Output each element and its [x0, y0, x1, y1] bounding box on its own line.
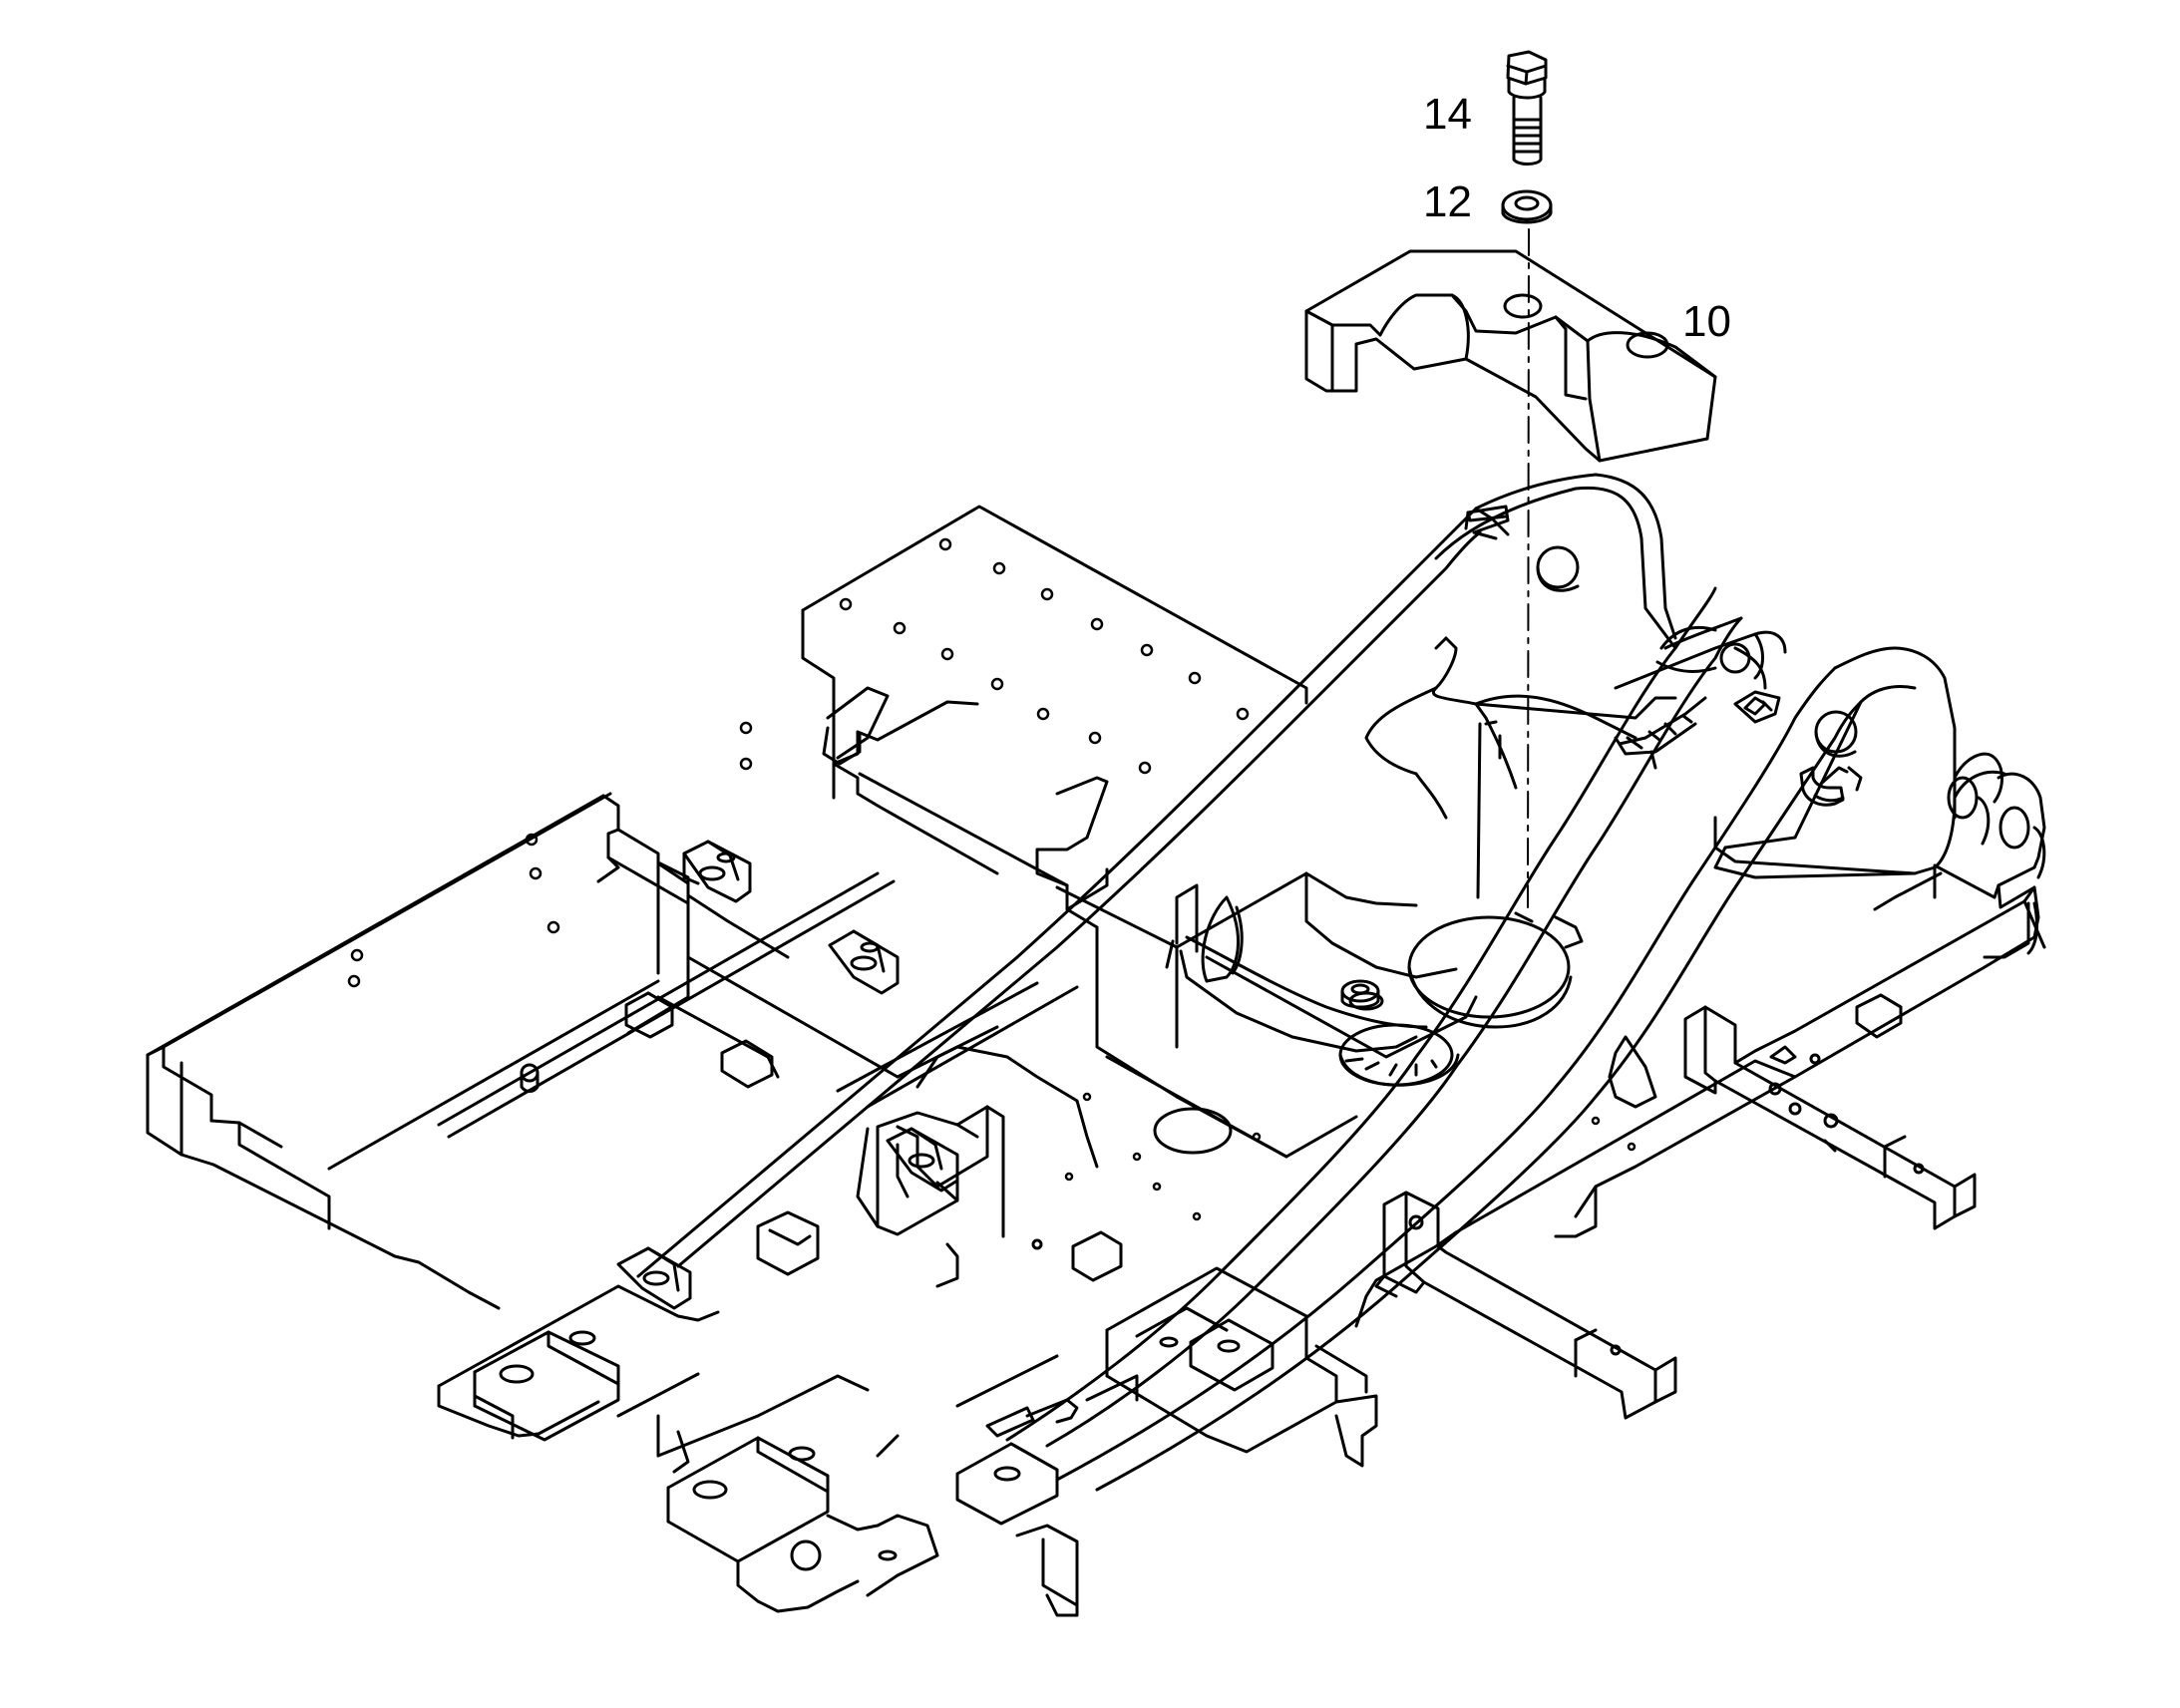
mounting-pad-2 [828, 929, 900, 995]
hex-bolt [1506, 50, 1548, 166]
outrigger-beam-rear [1683, 885, 2040, 1230]
mounting-pad-4 [720, 1039, 774, 1089]
boom-pin-hole-right [1814, 710, 1858, 754]
callout-bracket: 10 [1682, 297, 1731, 346]
mounting-pad-3 [624, 991, 674, 1039]
washer [1501, 189, 1553, 224]
boom-bracket-upper [1434, 486, 1717, 650]
mounting-pad-5 [886, 1127, 959, 1193]
deck-bolt-holes [347, 537, 1250, 988]
manufacturer-logo [1799, 766, 1863, 807]
boom-mount-right [1055, 646, 2046, 1492]
counterweight-bracket [1304, 249, 1717, 463]
callout-washer: 12 [1423, 177, 1472, 226]
assembly-centerline [1527, 228, 1530, 908]
excavator-upper-frame [146, 473, 2046, 1617]
callout-bolt: 14 [1423, 90, 1472, 139]
outrigger-beam-front [1374, 1059, 1797, 1420]
mounting-pad-6 [616, 1246, 692, 1310]
floor-hole-large [1153, 1107, 1233, 1155]
right-frame-holes [1064, 1092, 1636, 1221]
outrigger-pad [1855, 993, 1903, 1039]
mounting-pad-right [1105, 1266, 1378, 1468]
small-stud-base [520, 1071, 540, 1093]
front-pad-center [955, 1442, 1059, 1526]
mounting-pad-1 [682, 840, 752, 903]
front-pad-left [473, 1330, 620, 1442]
boom-mount-left [636, 473, 1787, 1448]
front-pad-right [666, 1436, 830, 1563]
